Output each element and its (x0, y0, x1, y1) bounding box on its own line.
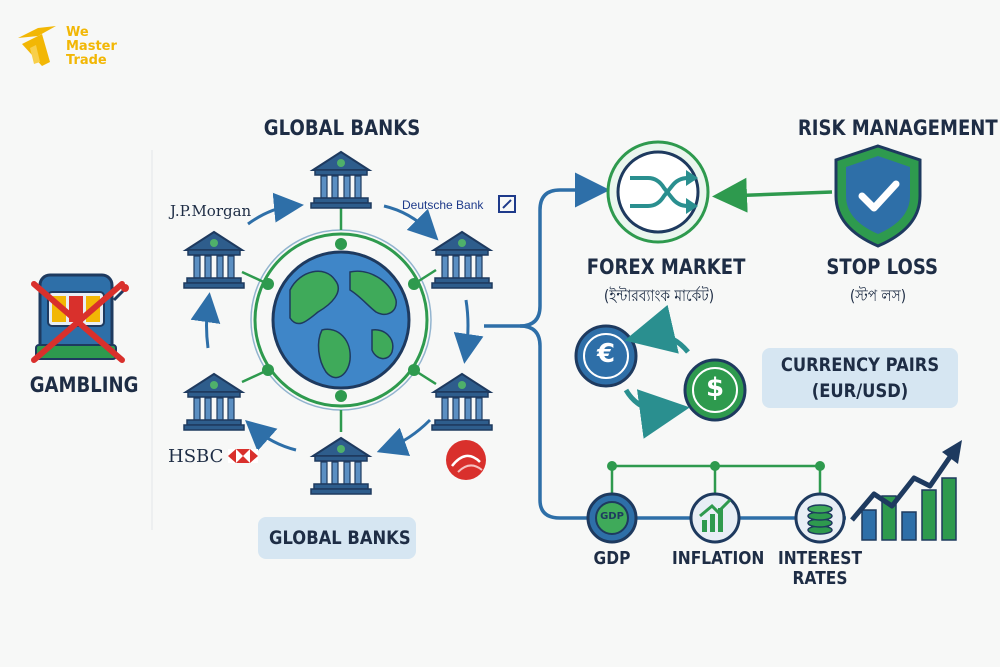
risk-management-title: RISK MANAGEMENT (797, 116, 998, 140)
exchange-arrow-top (624, 304, 690, 354)
risk-arrow (712, 177, 833, 213)
jpmorgan-label: J.P.Morgan (170, 202, 252, 220)
market-connector (484, 172, 610, 520)
stop-loss-subtitle: (স্টপ লস) (849, 286, 907, 305)
forex-market-icon (606, 140, 710, 244)
forex-market-title: FOREX MARKET (586, 255, 746, 279)
shield-check-icon (834, 144, 922, 248)
interest-coins-icon (794, 492, 846, 544)
euro-symbol: € (596, 339, 616, 369)
gambling-label: GAMBLING (29, 373, 139, 397)
bank-red-logo-icon (446, 440, 486, 480)
dollar-symbol: $ (705, 373, 725, 403)
global-banks-bottom-title: GLOBAL BANKS (269, 527, 411, 549)
hsbc-label: HSBC (168, 446, 224, 467)
bank-network (241, 205, 437, 432)
brand-line-1: We (66, 25, 89, 40)
interest-rates-label-line-1: INTEREST (777, 548, 863, 569)
currency-pairs-title: CURRENCY PAIRS (780, 354, 940, 376)
bank-top-icon (310, 151, 372, 209)
bank-flow-arrows (190, 192, 484, 456)
inflation-chart-icon (689, 492, 741, 544)
gdp-badge-text: GDP (600, 511, 624, 522)
global-banks-pill (258, 517, 416, 559)
currency-pairs-pill (762, 348, 958, 408)
growth-chart-icon (850, 440, 962, 541)
hsbc-logo-icon (228, 449, 258, 463)
no-gambling-cross-icon (31, 281, 125, 363)
gdp-label: GDP (593, 548, 631, 569)
deutsche-bank-logo-icon (498, 195, 516, 213)
global-banks-top-title: GLOBAL BANKS (263, 116, 421, 140)
bank-deutsche-icon (431, 231, 493, 289)
bank-bottom-icon (310, 437, 372, 495)
brand-line-2: Master (66, 39, 117, 54)
exchange-arrow-bottom (623, 388, 690, 439)
brand-logo-icon (18, 26, 56, 66)
stop-loss-title: STOP LOSS (826, 255, 939, 279)
brand-line-3: Trade (66, 53, 107, 68)
euro-coin-icon (574, 324, 638, 388)
slot-machine-icon (35, 273, 129, 360)
bank-jpmorgan-icon (183, 231, 245, 289)
interest-rates-label-line-2: RATES (792, 568, 848, 589)
gdp-gear-icon (586, 492, 638, 544)
deutsche-bank-label: Deutsche Bank (402, 198, 484, 212)
bank-hsbc-icon (183, 373, 245, 431)
brand-name: We Master Trade (66, 26, 117, 68)
bank-other-icon (431, 373, 493, 431)
currency-pairs-subtitle: (EUR/USD) (811, 380, 909, 402)
forex-market-subtitle: (ইন্টারব্যাংক মার্কেট) (603, 286, 715, 305)
inflation-label: INFLATION (672, 548, 765, 569)
globe-icon (271, 250, 411, 390)
